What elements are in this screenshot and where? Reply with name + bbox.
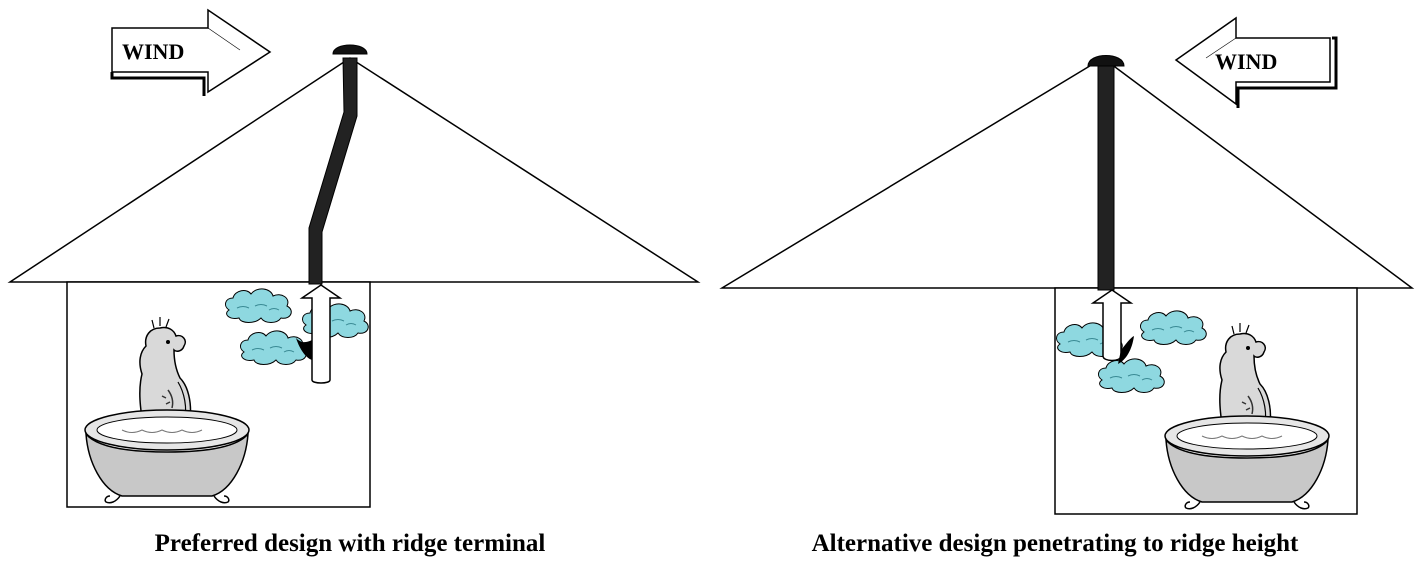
right-roof [719, 57, 1415, 289]
right-flue [1097, 65, 1115, 291]
right-caption: Alternative design penetrating to ridge … [811, 530, 1299, 557]
left-panel: WIND [7, 8, 701, 508]
right-wind-label: WIND [1215, 49, 1277, 74]
left-caption: Preferred design with ridge terminal [154, 530, 546, 557]
left-wind-arrow: WIND [110, 8, 272, 96]
right-airflow-arrow [1090, 289, 1134, 364]
right-ridge-terminal [1087, 55, 1125, 67]
left-airflow-arrow [296, 284, 343, 384]
left-ridge-terminal [332, 44, 368, 55]
left-flue [308, 57, 358, 285]
right-wind-arrow: WIND [1174, 16, 1338, 108]
right-panel: WIND [719, 16, 1415, 515]
left-wind-label: WIND [122, 39, 184, 64]
